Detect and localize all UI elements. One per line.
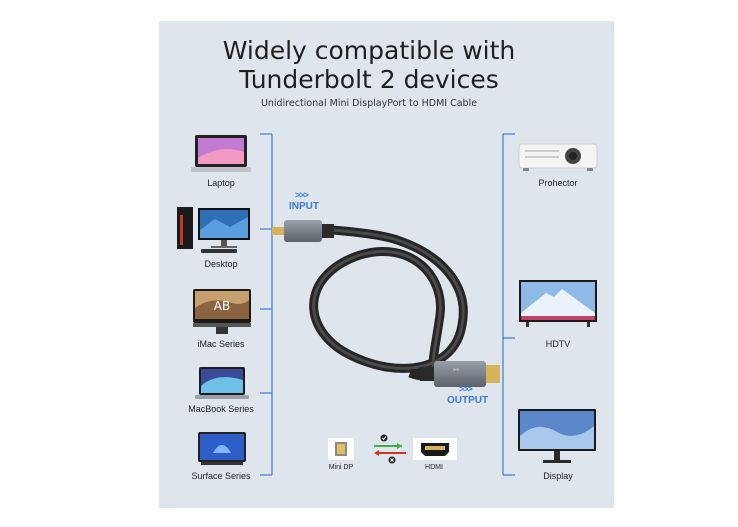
- projector-icon: [518, 143, 598, 171]
- input-device-label-laptop: Laptop: [207, 178, 235, 188]
- input-bracket: [260, 133, 273, 476]
- output-label: OUTPUT: [447, 395, 489, 406]
- title-line-1: Widely compatible with: [222, 36, 516, 65]
- output-chevrons: >>>: [459, 384, 473, 394]
- input-label: INPUT: [289, 201, 319, 212]
- cable-illustration: »»: [272, 220, 500, 387]
- hdtv-icon: [519, 280, 597, 327]
- display-icon: [518, 409, 596, 463]
- hdmi-port-icon: [413, 438, 457, 460]
- direction-arrows-icon: [374, 434, 406, 464]
- legend-mini-dp-label: Mini DP: [328, 464, 354, 471]
- macbook-icon: [195, 367, 249, 399]
- input-device-label-surface: Surface Series: [191, 471, 251, 481]
- output-device-label-display: Display: [543, 471, 573, 481]
- subtitle: Unidirectional Mini DisplayPort to HDMI …: [260, 98, 478, 109]
- input-device-label-macbook: MacBook Series: [188, 404, 254, 414]
- imac-icon: AB: [193, 289, 251, 334]
- svg-text:»»: »»: [453, 367, 459, 373]
- svg-text:AB: AB: [214, 299, 230, 313]
- output-device-label-hdtv: HDTV: [545, 339, 571, 349]
- surface-icon: [198, 432, 246, 465]
- mini-dp-port-icon: [328, 438, 354, 460]
- desktop-icon: [177, 207, 250, 253]
- legend-hdmi-label: HDMI: [425, 464, 443, 471]
- output-device-label-projector: Prohector: [538, 178, 578, 188]
- input-chevrons: >>>: [295, 190, 309, 200]
- input-device-label-desktop: Desktop: [204, 259, 238, 269]
- laptop-icon: [191, 135, 251, 172]
- title-line-2: Tunderbolt 2 devices: [239, 65, 499, 94]
- input-device-label-imac: iMac Series: [197, 339, 245, 349]
- output-bracket: [502, 133, 515, 476]
